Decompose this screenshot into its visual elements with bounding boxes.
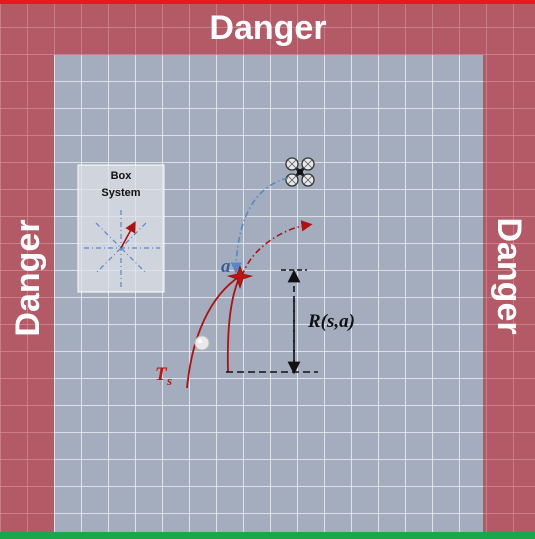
box-system-title-line2: System — [101, 187, 140, 199]
top-border — [0, 0, 535, 4]
danger-label-left: Danger — [9, 219, 47, 336]
star-marker-icon — [226, 265, 254, 289]
danger-label-right: Danger — [490, 217, 528, 334]
ball-icon — [194, 335, 210, 351]
quadcopter-icon — [285, 157, 315, 187]
predicted-arc — [241, 220, 313, 277]
box-system-title-line1: Box — [111, 170, 133, 182]
bottom-border — [0, 532, 535, 539]
action-label: a — [221, 256, 231, 277]
box-system-panel: Box System — [77, 164, 165, 293]
planned-path — [230, 177, 289, 274]
trajectory-curve-outer — [186, 275, 241, 389]
arena-grid — [54, 55, 483, 532]
box-system-axes — [84, 210, 160, 288]
reward-label: R(s,a) — [307, 311, 355, 332]
svg-text:T: T — [155, 364, 168, 385]
trajectory-label: T s — [155, 364, 172, 388]
danger-label-top: Danger — [209, 9, 326, 47]
svg-text:s: s — [166, 373, 172, 388]
box-system-heading-arrow — [120, 221, 136, 249]
trajectory-curve-inner — [226, 275, 241, 373]
